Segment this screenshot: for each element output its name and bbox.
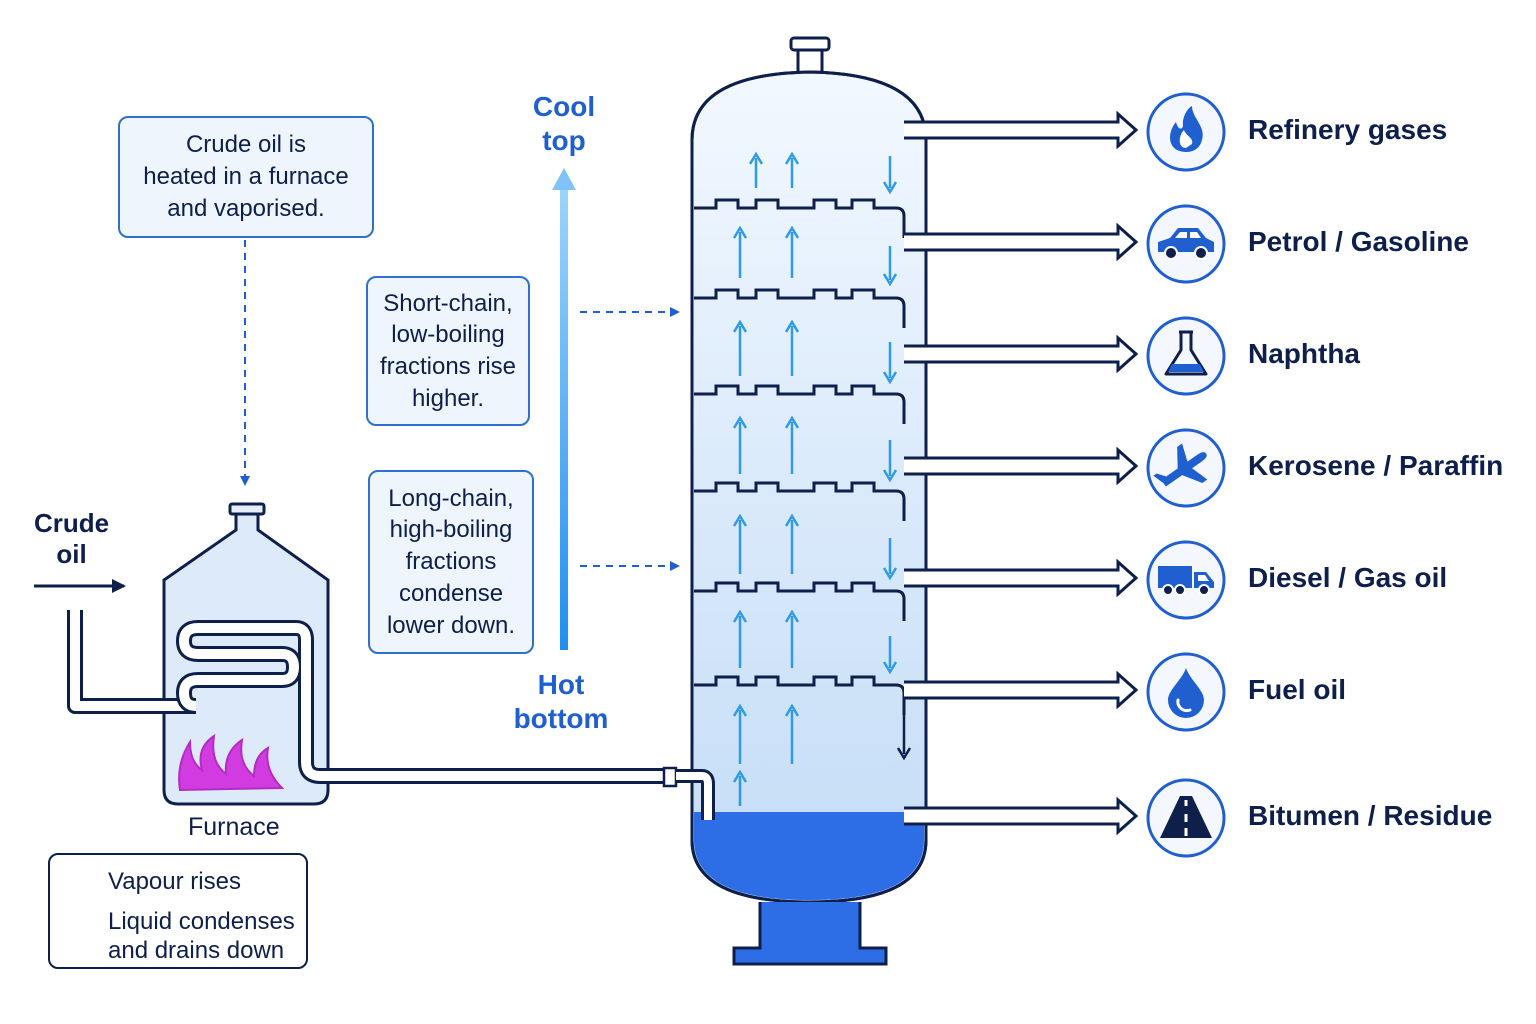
outlet-arrow-4 [904,446,1139,486]
distillation-column [690,36,928,966]
liquid-drain-arrows [882,156,912,761]
oil-drop-icon [1146,652,1226,732]
vapour-arrow [784,609,800,668]
flask-icon [1146,316,1226,396]
vapour-arrows [732,151,800,806]
drain-arrow [882,636,898,675]
vapour-arrow [784,225,800,278]
cool-top-label: Cool top [532,91,596,156]
furnace-note: Crude oil is heated in a furnace and vap… [118,116,374,238]
column-trays [694,198,906,715]
outlet-arrow-6 [904,670,1139,710]
tray-2 [694,288,906,328]
product-label: Diesel / Gas oil [1248,562,1448,593]
tray-5 [694,581,906,621]
dashed-pointers [240,240,680,571]
product-icons [1146,92,1226,858]
product-label: Fuel oil [1248,674,1346,705]
column-skirt [732,902,888,966]
vapour-arrow [732,609,748,668]
product-label: Petrol / Gasoline [1248,226,1469,257]
product-label: Bitumen / Residue [1248,800,1493,831]
vapour-arrow [784,415,800,474]
product-label: Naphtha [1248,338,1360,369]
vapour-arrow [784,151,800,188]
truck-icon [1146,540,1226,620]
vapour-arrow [732,319,748,376]
legend: Vapour rises Liquid condenses and drains… [48,853,308,969]
short-chain-note: Short-chain, low-boiling fractions rise … [366,276,530,426]
column-shell [690,70,928,904]
crude-oil-label: Crude oil [34,508,110,570]
vapour-arrow [732,703,748,764]
drain-arrow [896,700,912,761]
vapour-arrow [784,703,800,764]
vapour-arrow [748,151,764,188]
column-bottom-liquid [694,812,924,900]
product-label: Kerosene / Paraffin [1248,450,1504,481]
tray-4 [694,481,906,521]
airplane-icon [1146,428,1226,508]
road-icon [1146,778,1226,858]
drain-arrow [882,246,898,287]
tray-3 [694,384,906,424]
furnace [67,502,715,820]
outlet-arrow-5 [904,558,1139,598]
drain-arrow [882,342,898,385]
outlet-arrow-7 [904,796,1139,836]
flame-icon [1146,92,1226,172]
vapour-arrow [732,769,748,806]
product-outlets [904,110,1139,836]
vapour-arrow [732,513,748,574]
temperature-gradient-arrow [552,168,576,650]
hot-bottom-label: Hot bottom [513,669,609,734]
drain-arrow [882,156,898,195]
column-top-nozzle [789,36,831,52]
vapour-arrow [732,225,748,278]
tray-6 [694,675,906,715]
furnace-label: Furnace [188,813,280,841]
product-label: Refinery gases [1248,114,1448,145]
outlet-arrow-2 [904,222,1139,262]
outlet-arrow-3 [904,334,1139,374]
long-chain-note: Long-chain, high-boiling fractions conde… [368,470,534,654]
car-icon [1146,204,1226,284]
feed-pipe-flange [662,766,678,788]
legend-liquid-label: Liquid condenses and drains down [108,908,295,965]
vapour-arrow [784,319,800,376]
tray-1 [694,198,906,238]
legend-vapour-label: Vapour rises [108,868,241,895]
drain-arrow [882,538,898,581]
vapour-arrow [784,513,800,574]
outlet-arrow-1 [904,110,1139,150]
drain-arrow [882,440,898,483]
flame-icon [178,733,285,792]
vapour-arrow [732,415,748,474]
